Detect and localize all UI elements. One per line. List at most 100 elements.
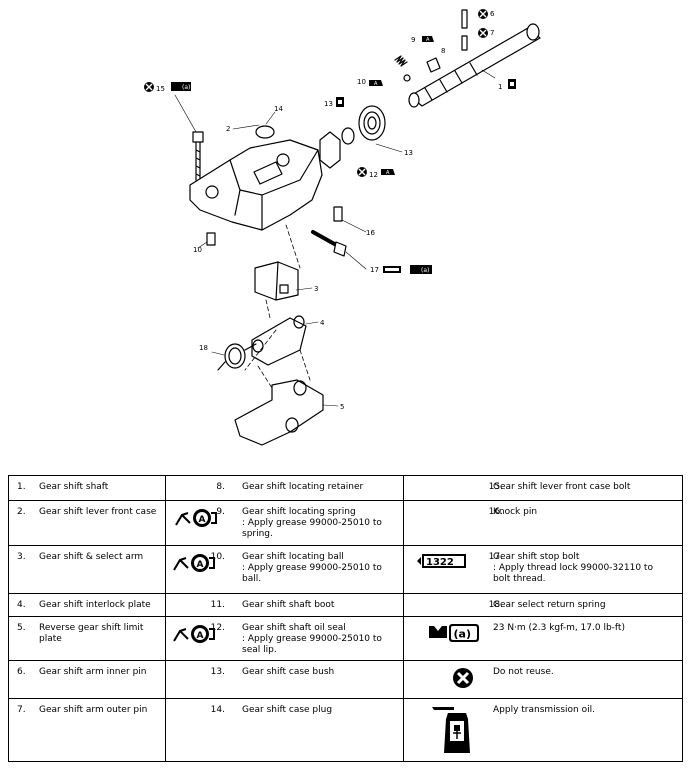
gear-shift-select-arm xyxy=(254,261,299,301)
gear-shift-arm-outer-pin xyxy=(461,35,468,51)
svg-text:1322: 1322 xyxy=(426,557,454,568)
part-note: : Apply grease 99000-25010 to ball. xyxy=(242,563,382,584)
gear-shift-locating-ball xyxy=(403,74,411,82)
part-name: Gear shift arm outer pin xyxy=(39,705,148,715)
part-note: : Apply thread lock 99000-32110 to bolt … xyxy=(493,563,653,584)
part-name: Gear shift interlock plate xyxy=(39,600,151,610)
part-name: Gear shift locating retainer xyxy=(242,482,364,492)
callout-1: 1 xyxy=(498,83,502,91)
part-number: 1. xyxy=(17,482,26,492)
legend-row: 2. Gear shift lever front case A 9. Gear s… xyxy=(8,500,683,546)
svg-text:(a): (a) xyxy=(454,628,471,641)
callout-2: 2 xyxy=(226,125,230,133)
callout-18: 18 xyxy=(199,344,208,352)
part-number: 2. xyxy=(17,507,26,517)
gear-shift-locating-spring xyxy=(394,55,408,67)
torque-icon: (a) xyxy=(410,265,432,274)
callout-16: 16 xyxy=(366,229,375,237)
callout-15: 15 xyxy=(156,85,165,93)
part-number: 3. xyxy=(17,552,26,562)
legend-row: 3. Gear shift & select arm A 10. Gear shif… xyxy=(8,545,683,594)
svg-text:A: A xyxy=(197,631,204,641)
callout-labels: 1 2 3 4 5 6 7 8 9 10 10 12 13 13 14 15 1… xyxy=(156,10,502,411)
oil-can-icon xyxy=(432,707,470,753)
part-number: 15. xyxy=(488,482,503,492)
part-name: Gear select return spring xyxy=(493,600,606,610)
do-not-reuse-icon xyxy=(478,28,488,38)
torque-icon: (a) xyxy=(429,624,479,642)
callout-6: 6 xyxy=(490,10,495,18)
do-not-reuse-icon xyxy=(478,9,488,19)
part-name: Gear shift lever front case xyxy=(39,507,157,517)
parts-legend-table: 1. Gear shift shaft 8. Gear shift locating… xyxy=(8,475,683,762)
callout-4: 4 xyxy=(320,319,325,327)
part-name: Gear shift arm inner pin xyxy=(39,667,147,677)
do-not-reuse-icon xyxy=(357,167,367,177)
svg-text:A: A xyxy=(426,37,430,43)
grease-icon: A xyxy=(422,36,434,43)
part-name: Gear shift shaft oil seal: Apply grease … xyxy=(242,623,382,655)
oil-can-icon xyxy=(336,97,344,107)
grease-icon: A xyxy=(173,554,215,572)
part-number: 8. xyxy=(216,482,225,492)
part-name: Gear shift stop bolt: Apply thread lock … xyxy=(493,552,653,584)
svg-text:A: A xyxy=(197,560,204,570)
callout-17: 17 xyxy=(370,266,379,274)
callout-3: 3 xyxy=(314,285,318,293)
thread-lock-icon: 1322 xyxy=(409,554,466,568)
legend-row: 5.Reverse gear shift limit plate A 12.Ge… xyxy=(8,616,683,661)
callout-8: 8 xyxy=(441,47,445,55)
grease-icon: A xyxy=(175,509,217,527)
part-name: Gear shift case bush xyxy=(242,667,335,677)
part-name: Gear shift shaft xyxy=(39,482,109,492)
gear-shift-locating-retainer xyxy=(426,57,441,73)
callout-7: 7 xyxy=(490,29,494,37)
knock-pin xyxy=(333,206,343,222)
gear-shift-case-bush xyxy=(319,131,341,169)
callout-5: 5 xyxy=(340,403,344,411)
grease-icon: A xyxy=(381,169,395,176)
part-number: 9. xyxy=(216,507,225,517)
exploded-view-diagram: 1 2 3 4 5 6 7 8 9 10 10 12 13 13 14 15 1… xyxy=(144,9,541,446)
legend-row: 7.Gear shift arm outer pin 14.Gear shift… xyxy=(8,698,683,762)
part-name: Gear shift lever front case bolt xyxy=(493,482,631,492)
part-number: 4. xyxy=(17,600,26,610)
knock-pin xyxy=(206,232,216,246)
legend-row: 6.Gear shift arm inner pin 13.Gear shift… xyxy=(8,660,683,699)
part-note: : Apply grease 99000-25010 to seal lip. xyxy=(242,634,382,655)
thread-lock-icon xyxy=(383,266,401,273)
part-name: Gear shift locating spring: Apply grease… xyxy=(242,507,382,539)
figure-symbols: (a) (a) A A A xyxy=(144,9,516,274)
callout-10b: 10 xyxy=(193,246,202,254)
do-not-reuse-label: Do not reuse. xyxy=(493,667,554,677)
gear-shift-stop-bolt xyxy=(311,230,347,257)
part-number: 13. xyxy=(210,667,225,677)
gear-shift-lever-front-case xyxy=(189,139,323,231)
part-name: Knock pin xyxy=(493,507,538,517)
gear-shift-arm-inner-pin xyxy=(461,9,468,29)
torque-spec: 23 N·m (2.3 kgf-m, 17.0 lb-ft) xyxy=(493,623,625,633)
gear-shift-shaft-oil-seal xyxy=(341,127,355,145)
legend-row: 4.Gear shift interlock plate 11.Gear shi… xyxy=(8,593,683,617)
legend-row: 1. Gear shift shaft 8. Gear shift locating… xyxy=(8,475,683,501)
gear-select-return-spring xyxy=(217,343,257,371)
oil-can-icon xyxy=(508,79,516,89)
part-number: 12. xyxy=(210,623,225,633)
gear-shift-shaft xyxy=(408,23,541,108)
part-number: 14. xyxy=(210,705,225,715)
callout-12: 12 xyxy=(369,171,378,179)
part-number: 18. xyxy=(488,600,503,610)
part-name: Gear shift & select arm xyxy=(39,552,144,562)
do-not-reuse-icon xyxy=(144,82,154,92)
do-not-reuse-icon xyxy=(453,668,473,688)
part-number: 16. xyxy=(488,507,503,517)
gear-shift-shaft-boot xyxy=(358,105,386,141)
callout-14: 14 xyxy=(274,105,283,113)
part-number: 10. xyxy=(210,552,225,562)
part-note: : Apply grease 99000-25010 to spring. xyxy=(242,518,382,539)
part-name: Reverse gear shift limit plate xyxy=(39,623,144,644)
svg-text:A: A xyxy=(199,515,206,525)
svg-text:A: A xyxy=(374,81,378,87)
part-name: Gear shift shaft boot xyxy=(242,600,335,610)
svg-text:A: A xyxy=(386,170,390,176)
